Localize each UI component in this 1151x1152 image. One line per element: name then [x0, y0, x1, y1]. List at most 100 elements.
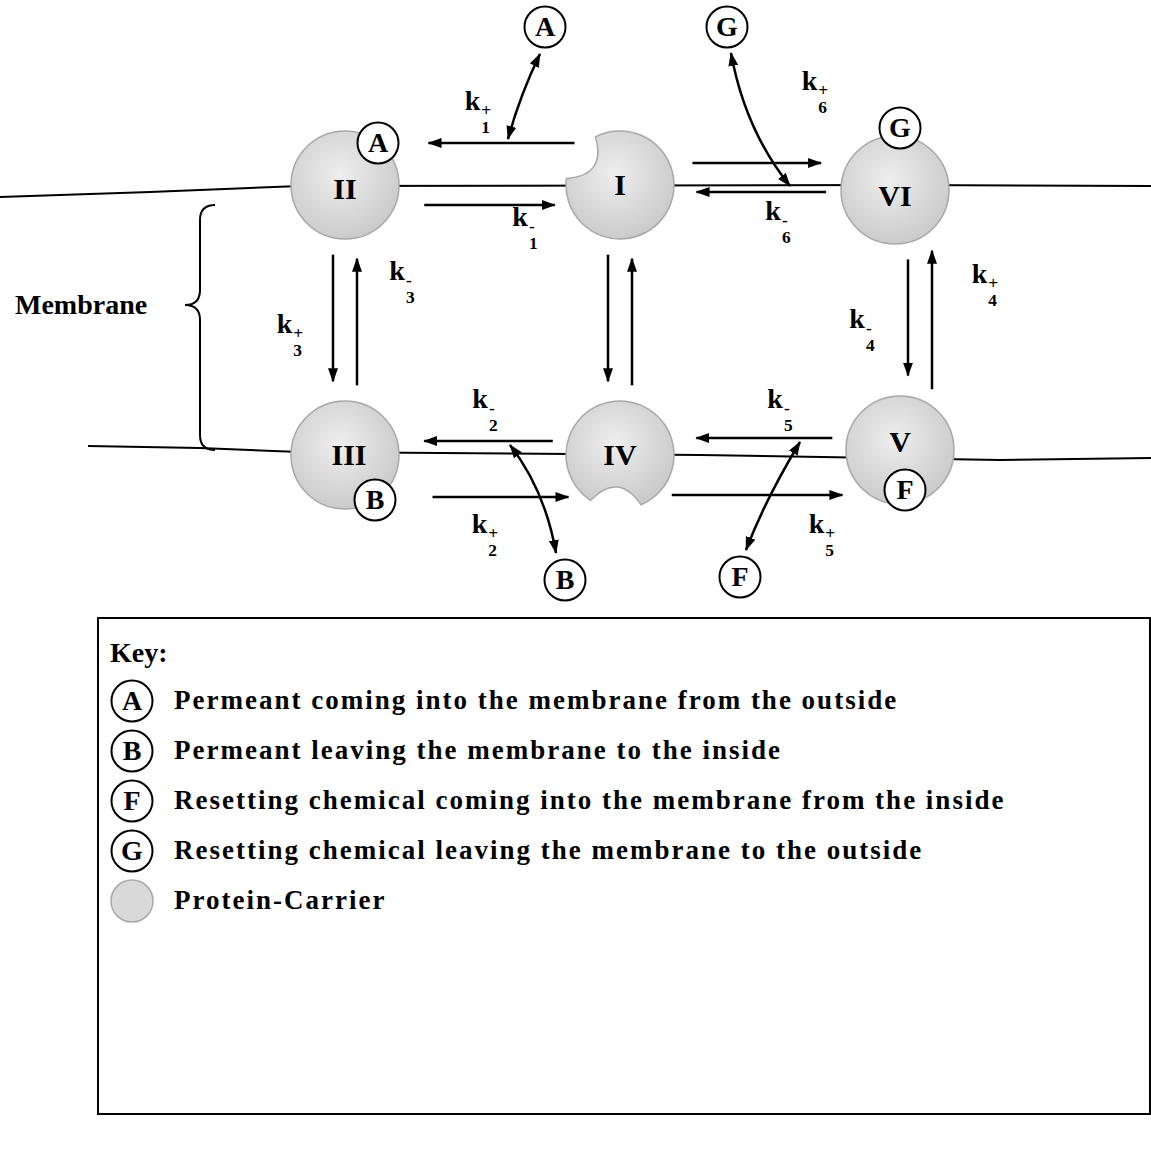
chemical-circle: F — [110, 779, 154, 823]
legend-text: Protein-Carrier — [174, 879, 386, 921]
chemical-letter: F — [123, 787, 140, 815]
rate-subscript: 5 — [825, 543, 835, 559]
rate-subscript: 2 — [488, 543, 498, 559]
rate-indices: 1+ — [481, 104, 491, 137]
chemical-shape — [112, 781, 153, 822]
rate-constant: k2+ — [472, 510, 498, 559]
rate-superscript: - — [866, 322, 875, 338]
transition-arrow — [356, 259, 359, 386]
chemical-shape — [358, 123, 399, 164]
rate-subscript: 4 — [988, 293, 998, 309]
chemical-circle: A — [110, 679, 154, 723]
carrier-shape — [291, 131, 399, 239]
state-numeral: II — [333, 174, 356, 204]
state-numeral: IV — [603, 440, 636, 470]
rate-symbol: k — [472, 508, 488, 539]
transition-arrow — [907, 259, 910, 375]
rate-constant: k1+ — [465, 87, 491, 136]
chemical-circle: B — [353, 478, 397, 522]
rate-constant: k6+ — [802, 67, 828, 116]
rate-constant: k1- — [512, 203, 537, 252]
rate-symbol: k — [389, 255, 405, 286]
transition-arrow — [672, 494, 843, 497]
chemical-shape — [355, 480, 396, 521]
rate-superscript: + — [818, 84, 828, 100]
key-row: APermeant coming into the membrane from … — [110, 679, 1149, 723]
rate-indices: 5+ — [825, 527, 835, 560]
rate-subscript: 2 — [489, 418, 498, 434]
membrane-brace — [185, 205, 215, 450]
transition-arrow — [607, 255, 610, 382]
carrier-shape — [566, 401, 674, 505]
state-numeral: V — [889, 427, 911, 457]
chemical-shape — [112, 731, 153, 772]
chemical-circle: F — [718, 555, 762, 599]
rate-indices: 4- — [866, 322, 875, 355]
side-label: Membrane — [15, 289, 147, 321]
exchange-arrow — [731, 53, 790, 186]
transition-arrow — [332, 255, 335, 382]
key-row: F Resetting chemical coming into the memb… — [110, 779, 1149, 823]
chemical-shape — [112, 681, 153, 722]
chemical-shape — [112, 831, 153, 872]
rate-subscript: 5 — [784, 418, 793, 434]
chemical-letter: A — [368, 129, 388, 157]
transition-arrow — [424, 204, 555, 207]
rate-superscript: - — [406, 274, 415, 290]
transition-arrow — [631, 259, 634, 386]
rate-subscript: 6 — [782, 230, 791, 246]
rate-superscript: + — [825, 527, 835, 543]
rate-superscript: + — [488, 527, 498, 543]
chemical-circle: F — [883, 468, 927, 512]
chemical-circle: G — [110, 829, 154, 873]
state-numeral: III — [331, 440, 366, 470]
chemical-letter: B — [123, 737, 142, 765]
carrier-circle: IV — [565, 400, 675, 510]
rate-symbol: k — [809, 508, 825, 539]
rate-superscript: - — [784, 402, 793, 418]
rate-subscript: 6 — [818, 100, 828, 116]
legend-text: Resetting chemical leaving the membrane … — [174, 829, 923, 871]
rate-superscript: + — [293, 327, 303, 343]
rate-symbol: k — [465, 85, 481, 116]
key-box: Key: APermeant coming into the membrane f… — [97, 617, 1151, 1115]
legend-swatch-circle — [111, 880, 153, 922]
transition-arrow — [433, 496, 569, 499]
rate-indices: 4+ — [988, 277, 998, 310]
chemical-letter: G — [121, 837, 143, 865]
rate-indices: 6+ — [818, 84, 828, 117]
carrier-shape — [566, 131, 674, 239]
rate-subscript: 3 — [406, 290, 415, 306]
rate-indices: 3+ — [293, 327, 303, 360]
state-numeral: I — [614, 170, 626, 200]
rate-constant: k4+ — [972, 260, 998, 309]
transition-arrow — [424, 440, 553, 443]
chemical-shape — [880, 108, 921, 149]
chemical-letter: B — [366, 486, 385, 514]
chemical-circle: B — [543, 558, 587, 602]
rate-symbol: k — [472, 383, 488, 414]
key-row: Protein-Carrier — [110, 879, 1149, 923]
rate-symbol: k — [512, 201, 528, 232]
key-title: Key: — [110, 633, 1149, 673]
rate-constant: k3+ — [277, 310, 303, 359]
key-row: BPermeant leaving the membrane to the in… — [110, 729, 1149, 773]
rate-indices: 2- — [489, 402, 498, 435]
transition-arrow — [696, 437, 832, 440]
carrier-circle: I — [565, 130, 675, 240]
chemical-shape — [720, 557, 761, 598]
carrier-shape — [841, 136, 949, 244]
rate-symbol: k — [972, 258, 988, 289]
rate-indices: 2+ — [488, 527, 498, 560]
chemical-letter: A — [535, 13, 555, 41]
rate-constant: k5- — [767, 385, 792, 434]
rate-superscript: + — [988, 277, 998, 293]
legend-text: Resetting chemical coming into the membr… — [174, 779, 1005, 821]
rate-symbol: k — [802, 65, 818, 96]
rate-constant: k4- — [849, 305, 874, 354]
transition-arrow — [931, 251, 934, 390]
chemical-letter: B — [556, 566, 575, 594]
chemical-shape — [545, 560, 586, 601]
chemical-circle: A — [523, 5, 567, 49]
